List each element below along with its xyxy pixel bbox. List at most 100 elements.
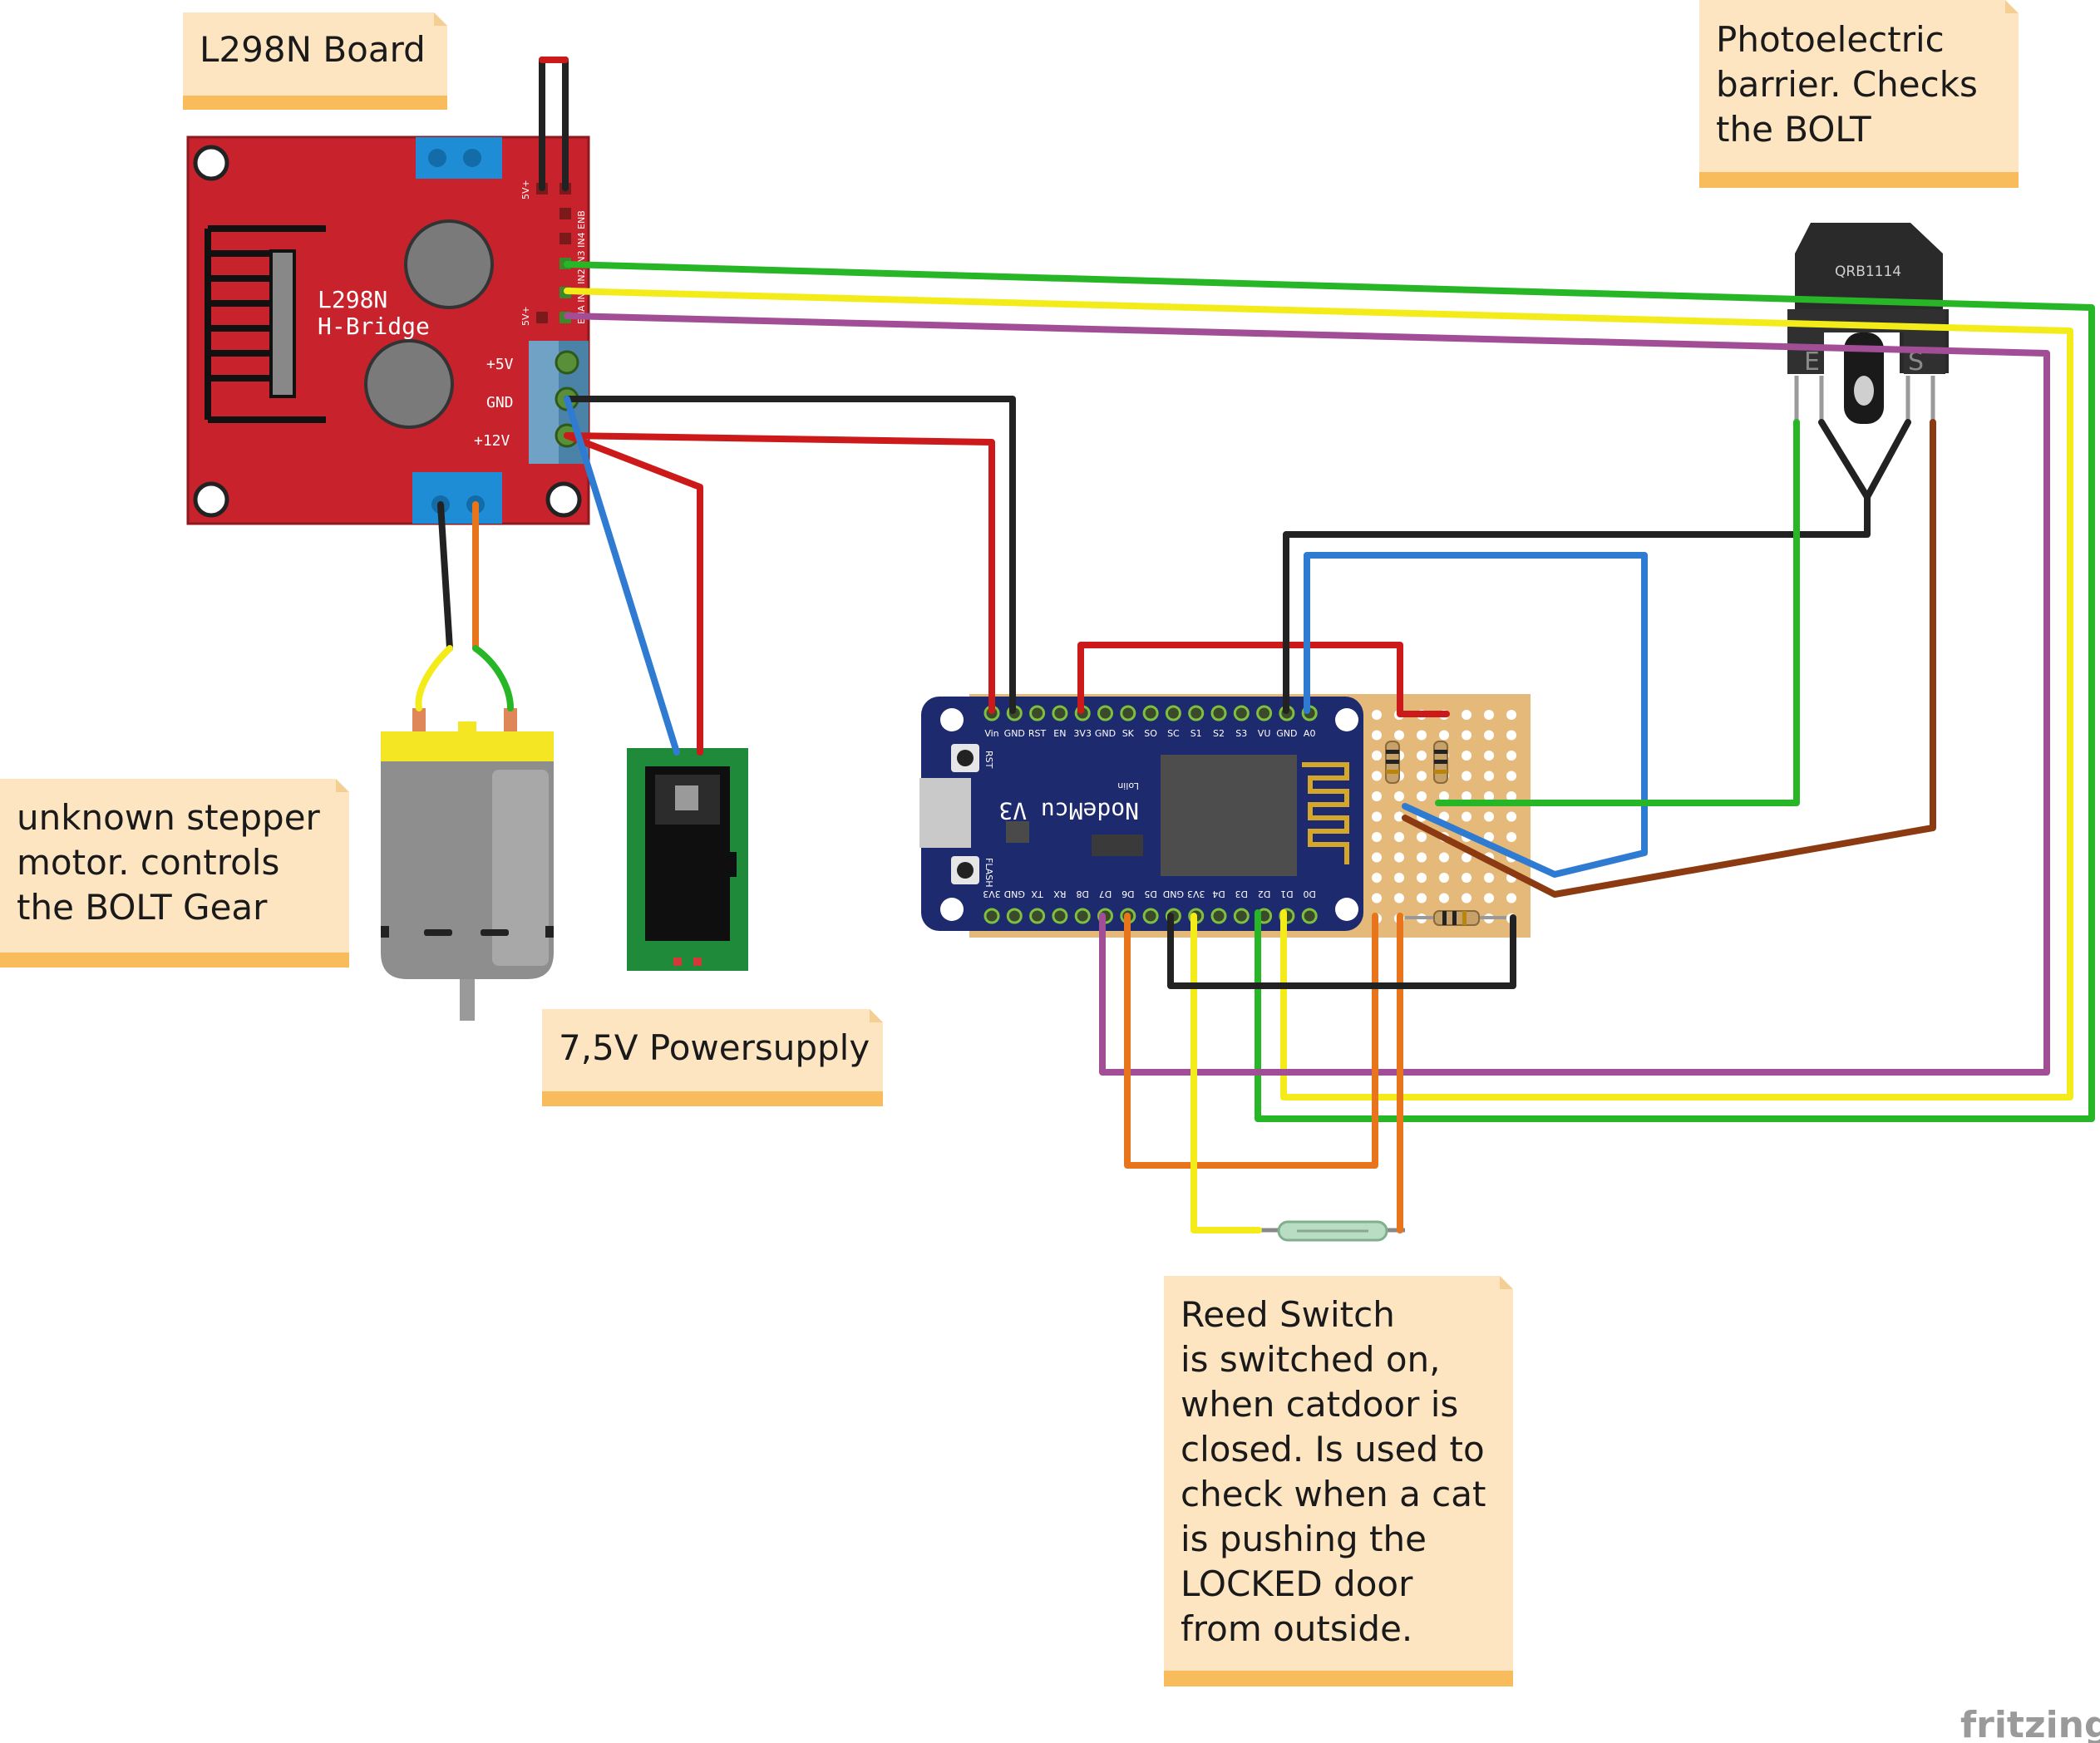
- nodemcu-pin-label: RST: [1028, 728, 1047, 739]
- nodemcu-pin-label: RX: [1053, 889, 1067, 899]
- perf-hole: [1417, 893, 1427, 904]
- sensor-pin-s: S: [1908, 347, 1924, 377]
- perf-hole: [1372, 852, 1382, 863]
- wire-green-motor: [472, 645, 514, 711]
- wire-green-enable: [564, 261, 2095, 1122]
- perf-hole: [1484, 893, 1494, 904]
- perf-hole: [1462, 893, 1471, 904]
- nodemcu-pin-label: S1: [1190, 728, 1202, 739]
- nodemcu-pin-label: D5: [1144, 889, 1156, 899]
- svg-text:FLASH: FLASH: [983, 858, 994, 888]
- wire-black-gnd-bottom: [1167, 913, 1516, 989]
- nodemcu-pin: [983, 908, 1000, 924]
- perf-hole: [1417, 771, 1427, 781]
- perf-hole: [1394, 873, 1404, 883]
- perf-hole: [1506, 791, 1516, 801]
- nodemcu-pin: [1029, 705, 1046, 721]
- nodemcu-pin-label: D0: [1303, 889, 1315, 899]
- nodemcu-pin-label: GND: [1276, 728, 1297, 739]
- nodemcu-pin: [1233, 705, 1250, 721]
- nodemcu-pin-label: SK: [1122, 728, 1135, 739]
- wire-black-y1: [1818, 419, 1871, 500]
- nodemcu-pin: [1188, 705, 1205, 721]
- perf-hole: [1417, 751, 1427, 761]
- perf-hole: [1394, 730, 1404, 741]
- nodemcu-pin-label: GND: [1004, 728, 1025, 739]
- nodemcu-pin-label: GND: [1004, 889, 1025, 899]
- perf-hole: [1417, 730, 1427, 741]
- nodemcu-pin-label: D8: [1076, 889, 1088, 899]
- perf-hole: [1394, 791, 1404, 801]
- wire-black-motor: [437, 501, 453, 652]
- sensor-model: QRB1114: [1835, 263, 1901, 280]
- l298n-pin-5v: +5V: [486, 356, 514, 373]
- nodemcu-pin: [1120, 705, 1136, 721]
- perf-hole: [1372, 751, 1382, 761]
- perf-hole: [1394, 832, 1404, 842]
- wire-yellow-motor: [415, 645, 453, 711]
- wire-black-y2: [1864, 419, 1911, 500]
- flash-button: [951, 856, 979, 884]
- nodemcu-pin-label: Vin: [984, 728, 998, 739]
- wire-brown-sensor: [1402, 419, 1936, 898]
- perf-hole: [1506, 751, 1516, 761]
- wire-yellow-reed: [1190, 913, 1262, 1233]
- l298n-board: L298N H-Bridge +5V GND +12V 5V+ 5V+: [186, 135, 590, 525]
- wires: [415, 57, 2095, 1233]
- perf-hole: [1439, 893, 1449, 904]
- note-power-text: 7,5V Powersupply: [559, 1027, 870, 1068]
- esp-chip: [1161, 755, 1297, 876]
- nodemcu-pin-label: D2: [1258, 889, 1270, 899]
- nodemcu-pin-label: GND: [1095, 728, 1116, 739]
- rst-button: [951, 744, 979, 772]
- perf-hole: [1506, 710, 1516, 720]
- perf-hole: [1484, 751, 1494, 761]
- perf-hole: [1439, 730, 1449, 741]
- nodemcu-pin: [1052, 705, 1068, 721]
- nodemcu-pin: [1142, 705, 1159, 721]
- nodemcu-pin: [1142, 908, 1159, 924]
- note-reed-text: Reed Switch is switched on, when catdoor…: [1181, 1294, 1497, 1649]
- wire-purple-in: [564, 313, 2050, 1076]
- nodemcu-pin-label: D4: [1212, 889, 1225, 899]
- perf-hole: [1372, 832, 1382, 842]
- perf-hole: [1439, 852, 1449, 863]
- nodemcu-pin-label: GND: [1163, 889, 1184, 899]
- nodemcu-pin: [1256, 705, 1273, 721]
- perf-hole: [1372, 730, 1382, 741]
- nodemcu-pin: [1006, 908, 1023, 924]
- nodemcu-pin: [1097, 705, 1113, 721]
- perf-hole: [1439, 811, 1449, 822]
- usb-port: [919, 778, 971, 848]
- nodemcu-pin-label: VU: [1258, 728, 1271, 739]
- power-jack: [627, 748, 748, 971]
- nodemcu-pin: [1210, 705, 1227, 721]
- wire-red-3v3: [1077, 642, 1450, 717]
- nodemcu-pin-label: D1: [1280, 889, 1293, 899]
- nodemcu-pin-label: SO: [1144, 728, 1157, 739]
- sensor-pin-e: E: [1804, 347, 1820, 377]
- note-l298n: L298N Board: [183, 12, 447, 110]
- perf-hole: [1372, 791, 1382, 801]
- perf-hole: [1506, 771, 1516, 781]
- l298n-pin-gnd: GND: [486, 394, 514, 411]
- note-barrier: Photoelectric barrier. Checks the BOLT: [1699, 0, 2019, 188]
- perf-hole: [1462, 791, 1471, 801]
- perf-hole: [1506, 730, 1516, 741]
- perf-hole: [1462, 710, 1471, 720]
- nodemcu-pin-label: 3V3: [983, 889, 1001, 899]
- resistor-1: [1385, 741, 1400, 784]
- perf-hole: [1462, 730, 1471, 741]
- perf-hole: [1372, 873, 1382, 883]
- wire-orange-d6: [1124, 913, 1378, 1169]
- resistor-2: [1433, 741, 1448, 784]
- perf-hole: [1372, 710, 1382, 720]
- nodemcu-pin-label: D7: [1099, 889, 1112, 899]
- nodemcu-pin-label: 3V3: [1073, 728, 1092, 739]
- nodemcu-pin-label: EN: [1053, 728, 1066, 739]
- fritzing-watermark: fritzing: [1960, 1704, 2100, 1743]
- reed-switch: [1259, 1220, 1405, 1242]
- nodemcu-label: NodeMcu V3: [998, 797, 1139, 825]
- l298n-pin-12v: +12V: [474, 432, 510, 450]
